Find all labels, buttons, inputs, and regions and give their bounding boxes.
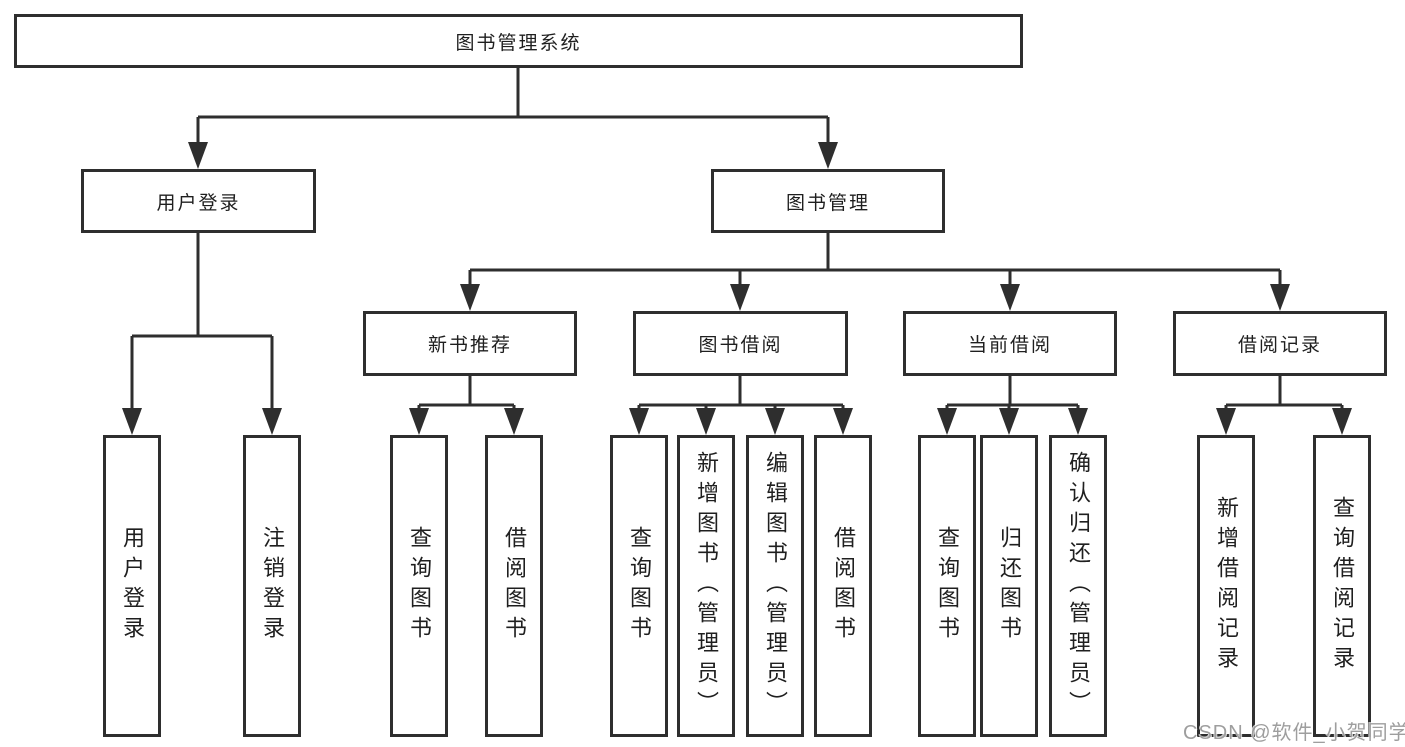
arrowhead-icon xyxy=(818,142,838,169)
arrowhead-icon xyxy=(999,408,1019,435)
leaf-query-book-borrow: 查询图书 xyxy=(610,435,668,737)
arrowhead-icon xyxy=(1000,284,1020,311)
leaf-query-book-current-label: 查询图书 xyxy=(935,526,960,646)
leaf-edit-book-admin-label: 编辑图书（管理员） xyxy=(763,451,788,721)
arrowhead-icon xyxy=(730,284,750,311)
node-current-borrow: 当前借阅 xyxy=(903,311,1117,376)
leaf-return-book-label: 归还图书 xyxy=(997,526,1022,646)
leaf-add-book-admin-label: 新增图书（管理员） xyxy=(694,451,719,721)
leaf-query-borrow-record-label: 查询借阅记录 xyxy=(1330,496,1355,676)
node-new-book-rec: 新书推荐 xyxy=(363,311,577,376)
arrowhead-icon xyxy=(937,408,957,435)
node-borrow-records-label: 借阅记录 xyxy=(1237,335,1322,356)
node-root-label: 图书管理系统 xyxy=(455,32,582,54)
node-book-borrow-label: 图书借阅 xyxy=(698,335,783,356)
leaf-logout-label: 注销登录 xyxy=(260,526,285,646)
arrowhead-icon xyxy=(262,408,282,435)
arrowhead-icon xyxy=(1332,408,1352,435)
leaf-logout: 注销登录 xyxy=(243,435,301,737)
arrowhead-icon xyxy=(409,408,429,435)
leaf-confirm-return-admin-label: 确认归还（管理员） xyxy=(1066,451,1091,721)
leaf-query-book-borrow-label: 查询图书 xyxy=(627,526,652,646)
node-current-borrow-label: 当前借阅 xyxy=(967,335,1052,356)
leaf-borrow-book-rec-label: 借阅图书 xyxy=(502,526,527,646)
leaf-user-login-label: 用户登录 xyxy=(120,526,145,646)
node-user-login-label: 用户登录 xyxy=(156,192,241,214)
arrowhead-icon xyxy=(504,408,524,435)
arrowhead-icon xyxy=(460,284,480,311)
arrowhead-icon xyxy=(833,408,853,435)
node-new-book-rec-label: 新书推荐 xyxy=(427,335,512,356)
arrowhead-icon xyxy=(696,408,716,435)
leaf-confirm-return-admin: 确认归还（管理员） xyxy=(1049,435,1107,737)
arrowhead-icon xyxy=(629,408,649,435)
node-book-mgmt-label: 图书管理 xyxy=(785,192,870,214)
leaf-user-login: 用户登录 xyxy=(103,435,161,737)
arrowheads-group xyxy=(122,142,1352,435)
node-root: 图书管理系统 xyxy=(14,14,1023,68)
leaf-query-book-rec: 查询图书 xyxy=(390,435,448,737)
leaf-query-book-current: 查询图书 xyxy=(918,435,976,737)
leaf-borrow-book-label: 借阅图书 xyxy=(831,526,856,646)
leaf-borrow-book: 借阅图书 xyxy=(814,435,872,737)
node-book-borrow: 图书借阅 xyxy=(633,311,848,376)
leaf-borrow-book-rec: 借阅图书 xyxy=(485,435,543,737)
node-book-mgmt: 图书管理 xyxy=(711,169,945,233)
leaf-query-book-rec-label: 查询图书 xyxy=(407,526,432,646)
leaf-return-book: 归还图书 xyxy=(980,435,1038,737)
arrowhead-icon xyxy=(1270,284,1290,311)
leaf-add-borrow-record-label: 新增借阅记录 xyxy=(1214,496,1239,676)
arrowhead-icon xyxy=(765,408,785,435)
leaf-edit-book-admin: 编辑图书（管理员） xyxy=(746,435,804,737)
arrowhead-icon xyxy=(1216,408,1236,435)
leaf-add-borrow-record: 新增借阅记录 xyxy=(1197,435,1255,737)
node-user-login: 用户登录 xyxy=(81,169,316,233)
leaf-add-book-admin: 新增图书（管理员） xyxy=(677,435,735,737)
node-borrow-records: 借阅记录 xyxy=(1173,311,1387,376)
arrowhead-icon xyxy=(188,142,208,169)
arrowhead-icon xyxy=(1068,408,1088,435)
arrowhead-icon xyxy=(122,408,142,435)
csdn-watermark: CSDN @软件_小贺同学 xyxy=(1183,722,1405,744)
leaf-query-borrow-record: 查询借阅记录 xyxy=(1313,435,1371,737)
